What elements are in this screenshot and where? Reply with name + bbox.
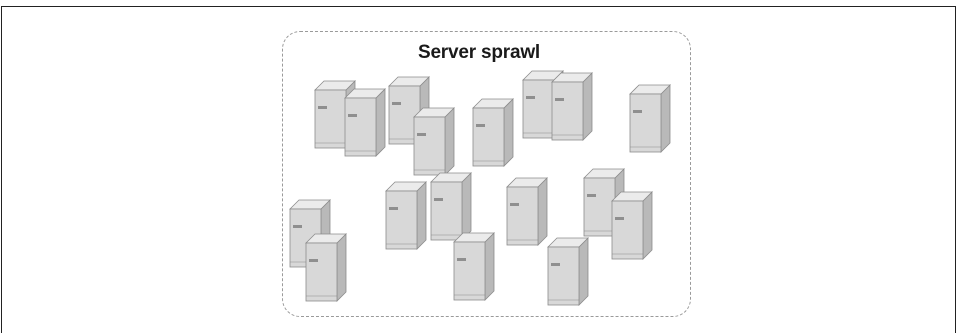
server-icon (344, 88, 386, 157)
server-icon (472, 98, 514, 167)
server-icon (547, 237, 589, 306)
sprawl-region (282, 31, 691, 317)
server-icon (305, 233, 347, 302)
server-icon (629, 84, 671, 153)
server-icon (583, 168, 625, 237)
server-icon (430, 172, 472, 241)
diagram-title: Server sprawl (417, 42, 541, 63)
server-icon (611, 191, 653, 260)
server-icon (385, 181, 427, 250)
server-icon (506, 177, 548, 246)
server-icon (453, 232, 495, 301)
server-icon (551, 72, 593, 141)
server-icon (413, 107, 455, 176)
figure-frame (1, 6, 956, 333)
